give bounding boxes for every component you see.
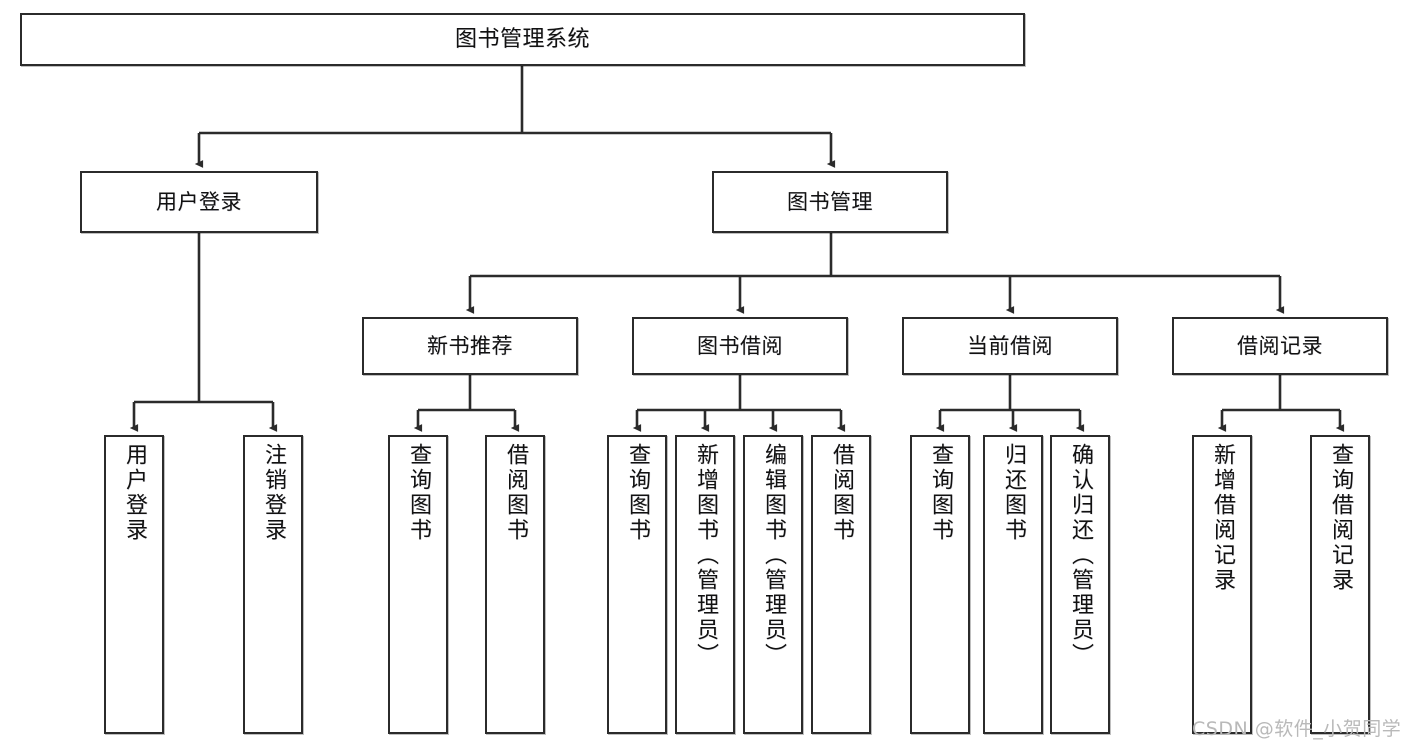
leaf-query-book-borrow[interactable]: 查询图书 [607,435,667,734]
leaf-return-book-label: 归还图书 [1001,443,1026,543]
node-borrow-records[interactable]: 借阅记录 [1172,317,1388,375]
node-borrow-records-label: 借阅记录 [1237,333,1323,358]
leaf-add-borrow-record-label: 新增借阅记录 [1210,443,1235,593]
node-new-book-recommend[interactable]: 新书推荐 [362,317,578,375]
node-user-login-label: 用户登录 [156,189,242,214]
leaf-add-book-admin[interactable]: 新增图书（管理员） [675,435,735,734]
leaf-return-book[interactable]: 归还图书 [983,435,1043,734]
leaf-borrow-book-newbook-label: 借阅图书 [503,443,528,543]
leaf-user-login-label: 用户登录 [122,443,147,543]
leaf-confirm-return-admin-label: 确认归还（管理员） [1068,443,1093,668]
node-book-borrow-label: 图书借阅 [697,333,783,358]
leaf-add-book-admin-label: 新增图书（管理员） [693,443,718,668]
csdn-watermark: CSDN @软件_小贺同学 [1192,718,1402,740]
leaf-query-borrow-record-label: 查询借阅记录 [1328,443,1353,593]
leaf-logout[interactable]: 注销登录 [243,435,303,734]
node-book-borrow[interactable]: 图书借阅 [632,317,848,375]
node-user-login[interactable]: 用户登录 [80,171,318,233]
leaf-user-login[interactable]: 用户登录 [104,435,164,734]
node-current-borrow[interactable]: 当前借阅 [902,317,1118,375]
leaf-borrow-book-newbook[interactable]: 借阅图书 [485,435,545,734]
node-new-book-recommend-label: 新书推荐 [427,333,513,358]
node-book-management[interactable]: 图书管理 [712,171,948,233]
leaf-query-book-current[interactable]: 查询图书 [910,435,970,734]
leaf-query-book-newbook[interactable]: 查询图书 [388,435,448,734]
leaf-query-book-newbook-label: 查询图书 [406,443,431,543]
leaf-edit-book-admin[interactable]: 编辑图书（管理员） [743,435,803,734]
leaf-add-borrow-record[interactable]: 新增借阅记录 [1192,435,1252,734]
leaf-borrow-book[interactable]: 借阅图书 [811,435,871,734]
leaf-borrow-book-label: 借阅图书 [829,443,854,543]
leaf-confirm-return-admin[interactable]: 确认归还（管理员） [1050,435,1110,734]
leaf-query-borrow-record[interactable]: 查询借阅记录 [1310,435,1370,734]
node-root-label: 图书管理系统 [454,26,590,52]
node-book-management-label: 图书管理 [787,189,873,214]
node-root[interactable]: 图书管理系统 [20,13,1025,66]
leaf-logout-label: 注销登录 [261,443,286,543]
leaf-query-book-borrow-label: 查询图书 [625,443,650,543]
node-current-borrow-label: 当前借阅 [967,333,1053,358]
leaf-edit-book-admin-label: 编辑图书（管理员） [761,443,786,668]
leaf-query-book-current-label: 查询图书 [928,443,953,543]
